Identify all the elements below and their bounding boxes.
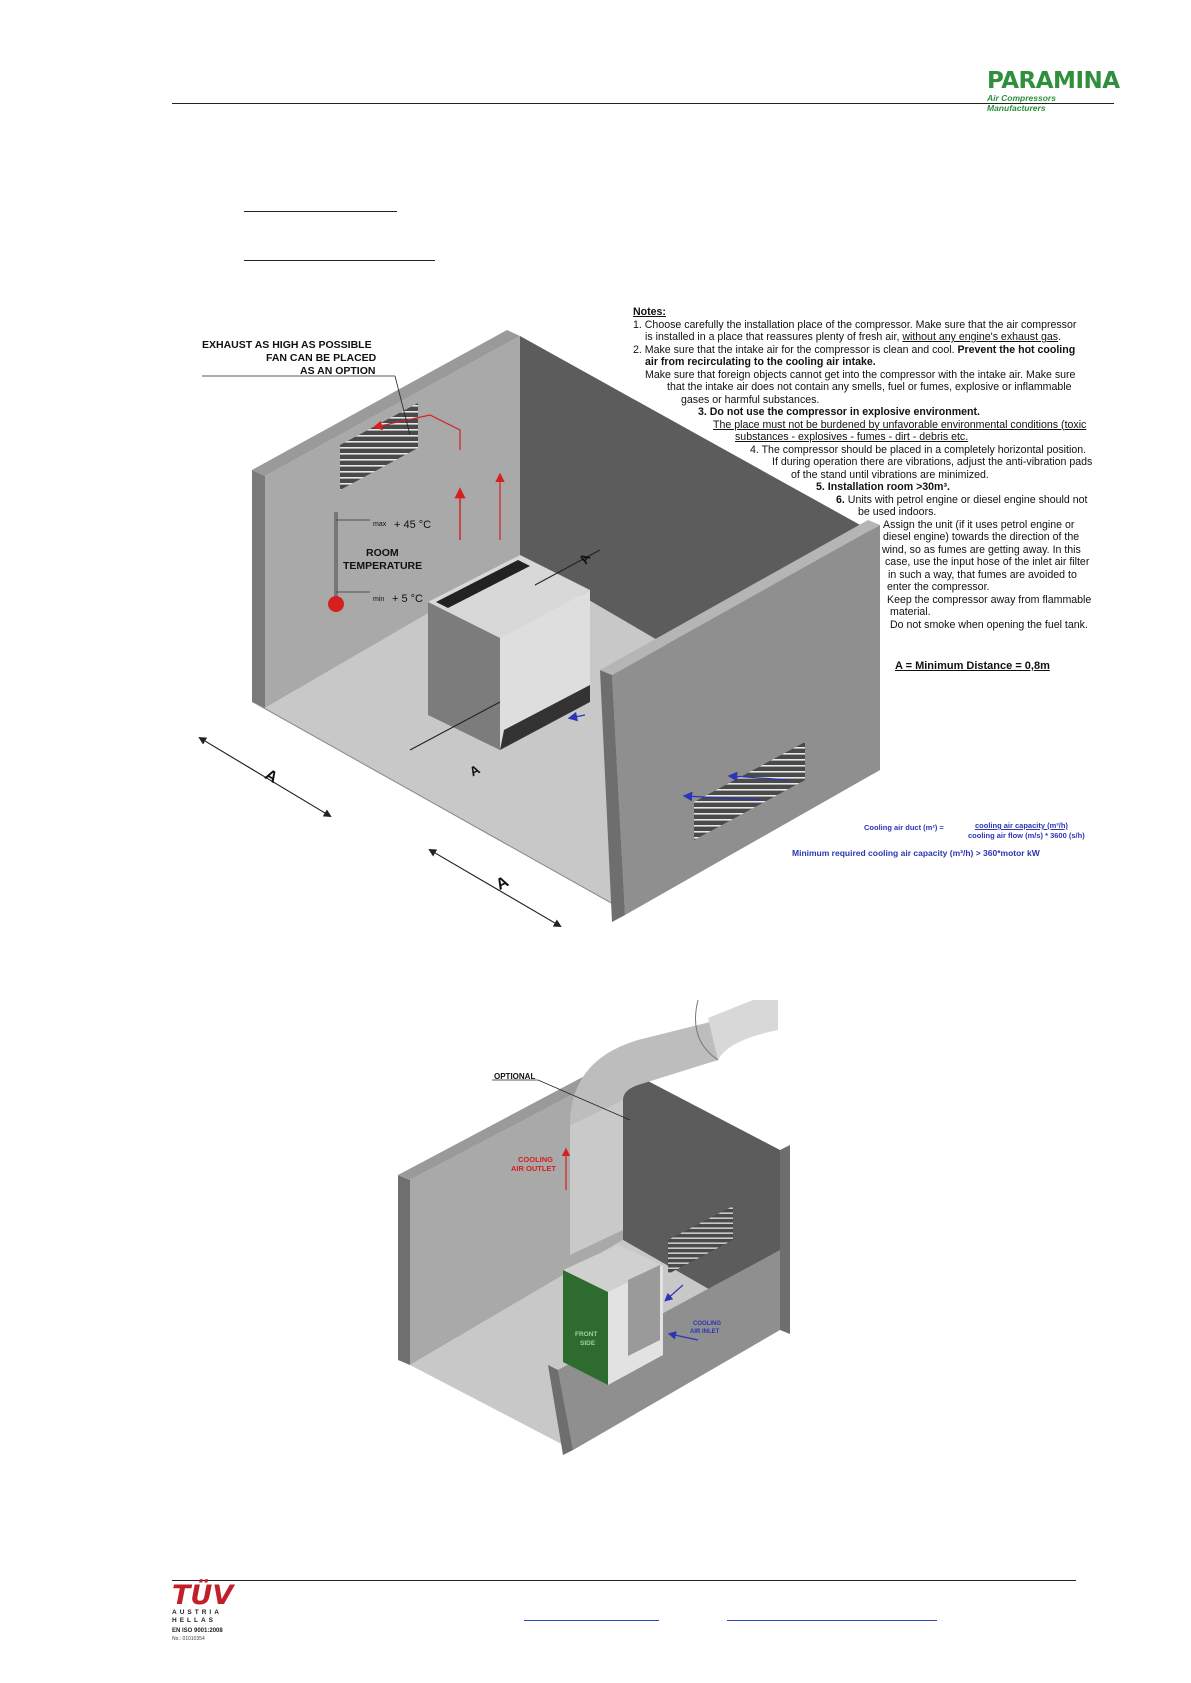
- tuv-austria: AUSTRIA: [172, 1609, 222, 1616]
- note-line-21: in such a way, that fumes are avoided to: [888, 568, 1077, 581]
- max-label: max: [373, 521, 387, 528]
- footer-rule: [172, 1580, 1076, 1581]
- ducted-room-diagram: [398, 1000, 790, 1455]
- min-distance-note: A = Minimum Distance = 0,8m: [895, 660, 1050, 672]
- paramina-logo: PARAMINA Air Compressors Manufacturers: [987, 68, 1120, 114]
- optional-label: OPTIONAL: [494, 1072, 536, 1081]
- tuv-number: No.: 01010354: [172, 1636, 205, 1642]
- note-line-1: 1. Choose carefully the installation pla…: [633, 318, 1077, 331]
- footer-link-2[interactable]: [727, 1620, 937, 1621]
- note-line-8: 3. Do not use the compressor in explosiv…: [698, 406, 980, 418]
- note-line-19: wind, so as fumes are getting away. In t…: [882, 543, 1081, 556]
- cooling-inlet-label-2: AIR INLET: [690, 1329, 720, 1335]
- note-line-15a: 6.: [836, 493, 845, 506]
- note-line-2a: is installed in a place that reassures p…: [645, 331, 903, 343]
- note-line-12: If during operation there are vibrations…: [772, 456, 1093, 468]
- duct-formula-lhs: Cooling air duct (m²) =: [864, 823, 944, 832]
- tuv-mark: TÜV: [172, 1580, 242, 1611]
- exhaust-label-1: EXHAUST AS HIGH AS POSSIBLE: [202, 339, 372, 351]
- note-line-3b: Prevent the hot cooling: [957, 343, 1076, 356]
- note-line-24: material.: [890, 606, 931, 618]
- note-line-2: is installed in a place that reassures p…: [645, 331, 1061, 344]
- min-cooling-capacity: Minimum required cooling air capacity (m…: [792, 848, 1040, 858]
- cooling-inlet-label-1: COOLING: [693, 1321, 721, 1327]
- note-line-14: 5. Installation room >30m³.: [816, 481, 950, 493]
- min-label: min: [373, 596, 385, 603]
- brand-tagline: Air Compressors Manufacturers: [987, 93, 1056, 113]
- min-temp: + 5 °C: [392, 593, 423, 605]
- note-line-7: gases or harmful substances.: [681, 393, 820, 406]
- note-line-17: Assign the unit (if it uses petrol engin…: [883, 518, 1075, 531]
- cooling-outlet-label-1: COOLING: [518, 1155, 553, 1164]
- note-line-2c: .: [1058, 331, 1062, 343]
- note-line-23: Keep the compressor away from flammable: [887, 593, 1092, 606]
- note-line-9: The place must not be burdened by unfavo…: [713, 418, 1087, 431]
- note-line-10: substances - explosives - fumes - dirt -…: [735, 431, 969, 443]
- duct-formula-denominator: cooling air flow (m/s) * 3600 (s/h): [968, 831, 1085, 840]
- tuv-certification-logo: TÜV AUSTRIA HELLAS EN ISO 9001:2008 No.:…: [172, 1580, 242, 1643]
- tuv-mark-text: TÜV: [172, 1580, 234, 1611]
- notes-title: Notes:: [633, 306, 666, 318]
- note-line-25: Do not smoke when opening the fuel tank.: [890, 618, 1088, 631]
- note-line-4: air from recirculating to the cooling ai…: [645, 356, 876, 368]
- cooling-outlet-label-2: AIR OUTLET: [511, 1164, 556, 1173]
- heading-underline-2: [244, 260, 435, 261]
- note-line-6: that the intake air does not contain any…: [667, 381, 1072, 393]
- note-line-20: case, use the input hose of the inlet ai…: [885, 556, 1090, 568]
- note-line-18: diesel engine) towards the direction of …: [883, 531, 1080, 543]
- tuv-iso: EN ISO 9001:2008: [172, 1628, 223, 1634]
- tuv-hellas: HELLAS: [172, 1617, 216, 1624]
- exhaust-label-3: AS AN OPTION: [300, 365, 376, 377]
- note-line-3a: 2. Make sure that the intake air for the…: [633, 343, 958, 356]
- max-temp: + 45 °C: [394, 519, 432, 531]
- front-side-label-2: SIDE: [580, 1340, 596, 1347]
- note-line-3: 2. Make sure that the intake air for the…: [633, 344, 1075, 357]
- footer-link-1[interactable]: [524, 1620, 659, 1621]
- room-temp-label-2: TEMPERATURE: [343, 560, 423, 572]
- note-line-11: 4. The compressor should be placed in a …: [750, 443, 1087, 456]
- note-line-5: Make sure that foreign objects cannot ge…: [645, 368, 1076, 381]
- room-temp-label-1: ROOM: [366, 547, 399, 559]
- heading-underline-1: [244, 211, 397, 212]
- duct-formula-numerator: cooling air capacity (m³/h): [975, 821, 1068, 830]
- note-line-15: 6. Units with petrol engine or diesel en…: [836, 494, 1087, 507]
- note-line-15b: Units with petrol engine or diesel engin…: [844, 493, 1088, 506]
- installation-room-diagram: [198, 330, 880, 928]
- note-line-16: be used indoors.: [858, 506, 937, 518]
- header-rule: [172, 103, 1114, 104]
- note-line-2b: without any engine's exhaust gas: [902, 331, 1059, 343]
- exhaust-label-2: FAN CAN BE PLACED: [266, 352, 377, 364]
- note-line-13: of the stand until vibrations are minimi…: [791, 468, 989, 481]
- brand-name: PARAMINA: [987, 68, 1120, 94]
- front-side-label-1: FRONT: [575, 1331, 598, 1338]
- note-line-22: enter the compressor.: [887, 581, 990, 593]
